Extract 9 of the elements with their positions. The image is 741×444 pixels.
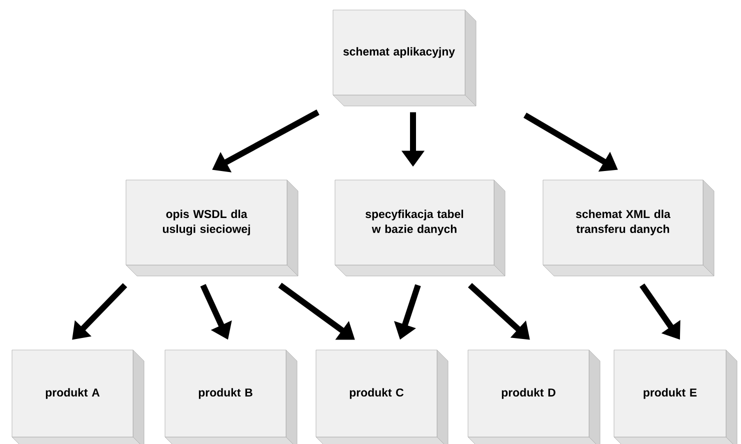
box: produkt D — [468, 350, 600, 444]
box: schemat XML dla transferu danych — [542, 180, 714, 276]
box: opis WSDL dla uslugi sieciowej — [126, 180, 298, 276]
box: produkt B — [164, 350, 298, 444]
box: produkt E — [614, 350, 738, 444]
box: produkt C — [316, 350, 448, 444]
box: produkt A — [12, 350, 144, 444]
box: schemat aplikacyjny — [332, 10, 476, 106]
box: specyfikacja tabel w bazie danych — [334, 180, 506, 276]
